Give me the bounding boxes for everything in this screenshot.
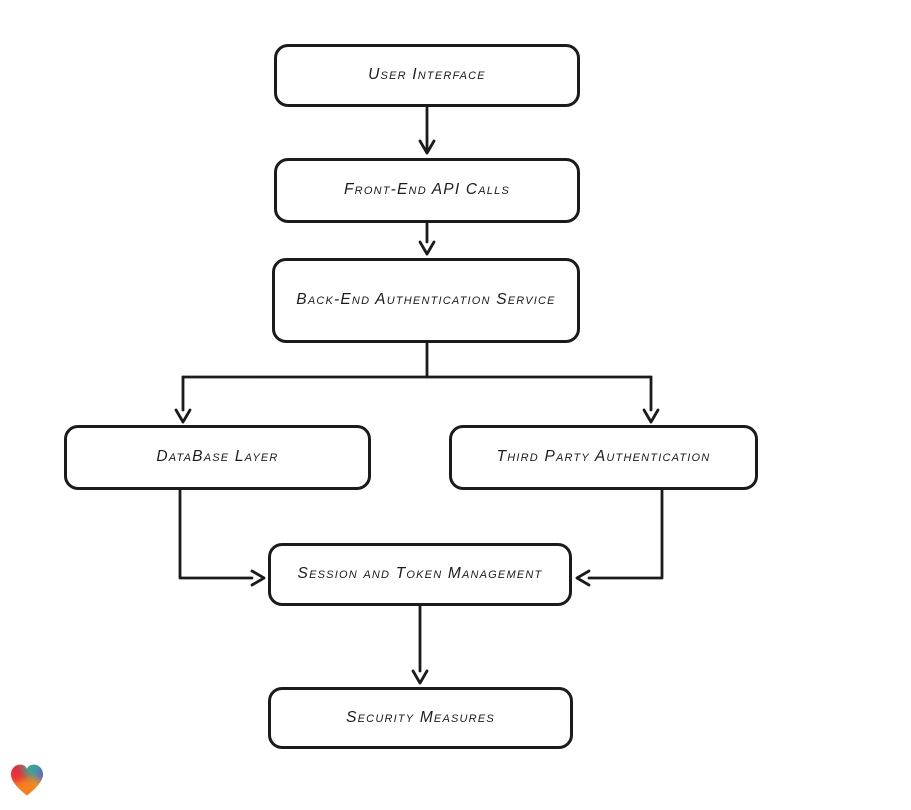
heart-icon — [11, 764, 43, 796]
node-label: Back-End Authentication Service — [296, 291, 556, 309]
arrowhead-left-icon — [575, 569, 591, 587]
node-session-and-token-management: Session and Token Management — [268, 543, 572, 606]
edge-session-to-security — [411, 604, 429, 685]
node-back-end-authentication-service: Back-End Authentication Service — [272, 258, 580, 343]
node-security-measures: Security Measures — [268, 687, 573, 749]
node-label: Session and Token Management — [297, 565, 543, 583]
edge-back-end-branch — [174, 341, 660, 424]
gradient-heart-logo[interactable] — [7, 761, 47, 801]
arrowhead-right-icon — [250, 569, 266, 587]
node-label: Third Party Authentication — [496, 448, 711, 466]
edge-front-end-to-back-end — [418, 221, 436, 256]
arrowhead-down-icon — [642, 408, 660, 424]
node-third-party-authentication: Third Party Authentication — [449, 425, 758, 490]
node-user-interface: User Interface — [274, 44, 580, 107]
arrowhead-down-icon — [174, 408, 192, 424]
node-front-end-api-calls: Front-End API Calls — [274, 158, 580, 223]
node-label: Security Measures — [346, 708, 495, 726]
edge-database-to-session — [178, 488, 266, 587]
arrowhead-down-icon — [411, 669, 429, 685]
node-database-layer: DataBase Layer — [64, 425, 371, 490]
node-label: DataBase Layer — [156, 448, 279, 466]
node-label: Front-End API Calls — [344, 181, 510, 199]
arrowhead-down-icon — [418, 139, 436, 155]
node-label: User Interface — [368, 66, 486, 84]
edge-user-interface-to-front-end — [418, 106, 436, 155]
edge-third-party-to-session — [575, 488, 664, 587]
arrowhead-down-icon — [418, 240, 436, 256]
